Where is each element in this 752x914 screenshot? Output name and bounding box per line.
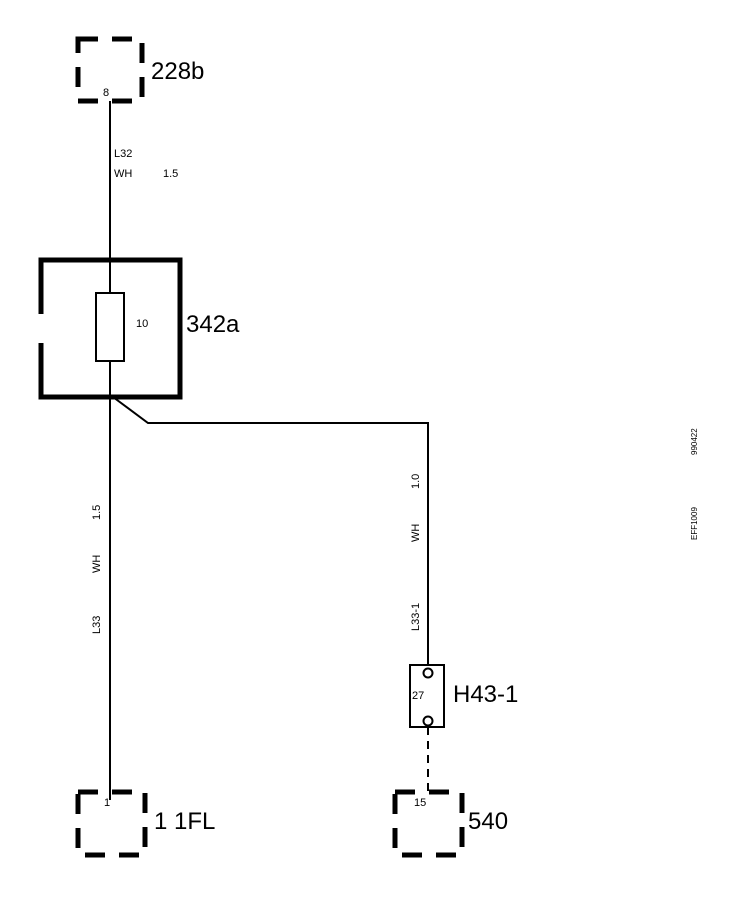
connector-540-pin: 15	[414, 797, 426, 809]
component-h43-1-pin: 27	[412, 690, 424, 702]
wire-l33-1-circuit: L33-1	[410, 603, 422, 631]
wire-l33-circuit: L33	[91, 616, 103, 634]
connector-1-1fl-outline	[75, 789, 148, 858]
wire-l32-color: WH	[114, 168, 132, 180]
fuse-box-outline	[38, 257, 183, 400]
fuse-box-342a: 10 342a	[38, 257, 240, 400]
terminal-top-icon	[422, 667, 434, 679]
fuse-box-label: 342a	[186, 311, 240, 338]
wire-l33-1-size: 1.0	[410, 474, 422, 489]
date-code: 990422	[690, 428, 699, 455]
reference-code: EFF1009	[690, 507, 699, 540]
connector-1-1fl-pin: 1	[104, 797, 110, 809]
wire-l32-size: 1.5	[163, 168, 178, 180]
connector-228b: 8 228b	[75, 36, 204, 104]
connector-1-1fl-label: 1 1FL	[154, 808, 215, 835]
connector-540: 15 540	[392, 789, 508, 858]
fuse-value: 10	[136, 318, 148, 330]
connector-228b-outline	[75, 36, 145, 104]
terminal-bottom-icon	[422, 715, 434, 727]
connector-540-label: 540	[468, 808, 508, 835]
wire-l33-1-color: WH	[410, 524, 422, 542]
connector-1-1fl: 1 1 1FL	[75, 789, 215, 858]
connector-540-outline	[392, 789, 465, 858]
wire-l32-circuit: L32	[114, 148, 132, 160]
connector-228b-label: 228b	[151, 58, 204, 85]
wire-l33-color: WH	[91, 555, 103, 573]
component-h43-1: 27 H43-1	[409, 664, 518, 728]
wire-l33-size: 1.5	[91, 505, 103, 520]
component-h43-1-label: H43-1	[453, 681, 518, 708]
connector-228b-pin: 8	[103, 87, 109, 99]
wire-l33-1	[112, 396, 429, 668]
fuse-icon	[95, 292, 125, 362]
